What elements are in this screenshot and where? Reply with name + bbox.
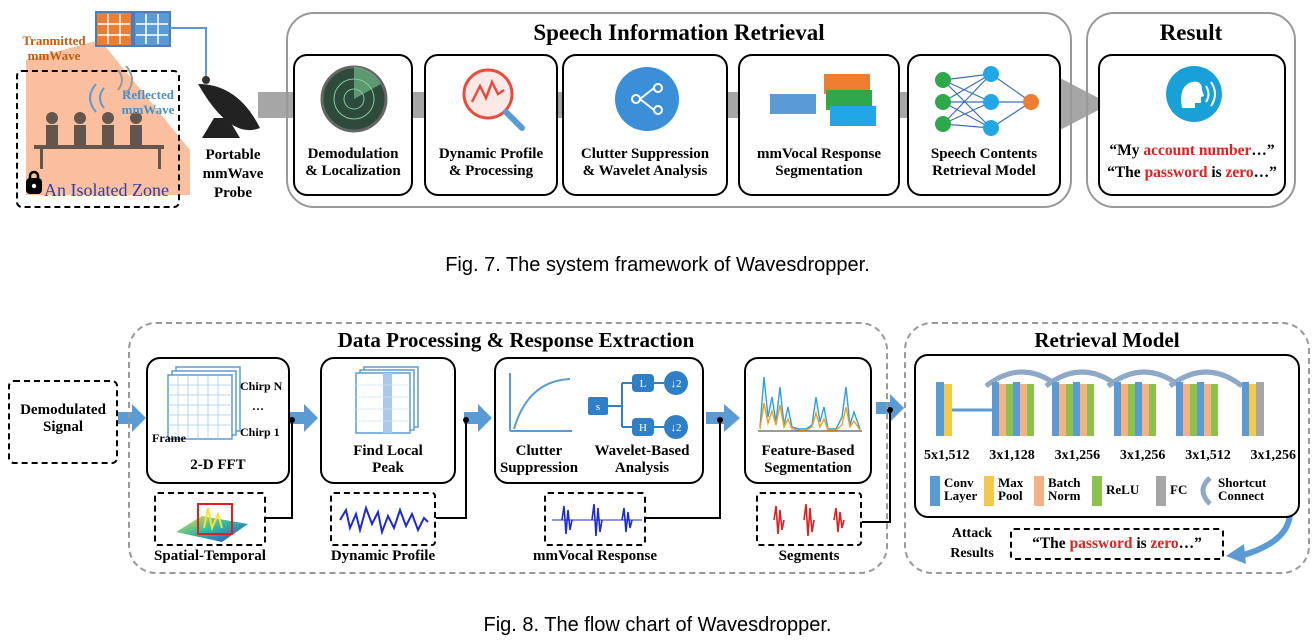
spatial-temporal-box [154,492,266,546]
module-demodulation: Demodulation& Localization [293,54,413,196]
segments-box [756,492,862,546]
wave-arc [89,83,97,113]
mmvocal-response-box [544,492,646,546]
layer-stack-2 [992,382,1034,436]
retrieval-model-group [904,322,1310,574]
peak-grid-icon [355,366,419,434]
speaking-head-icon [1166,66,1222,122]
dynamic-profile-plot [339,504,429,536]
label-dynamic-profile: Dynamic Profile [330,548,436,564]
segmentation-plot [758,376,862,432]
module-clutter-suppression: Clutter Suppression& Wavelet Analysis [562,54,728,196]
wave-arc [99,87,105,109]
radar-icon [320,65,388,133]
transmitted-wave-label: Tranmitted mmWave [22,33,86,63]
svg-text:H: H [639,422,647,434]
share-network-icon [615,67,679,131]
rm-title: Retrieval Model [1034,328,1180,352]
fft-grid-icon [167,366,241,440]
layer-stack-3 [1052,382,1094,436]
svg-text:↓2: ↓2 [671,422,682,434]
legend-swatch-relu [1092,476,1102,506]
label-segments: Segments [778,548,840,564]
sir-title: Speech Information Retrieval [533,20,825,45]
label-mmvocal-response: mmVocal Response [532,548,658,564]
neural-network-icon [935,66,1039,136]
spatial-temporal-plot [176,503,248,542]
fig8-caption: Fig. 8. The flow chart of Wavesdropper. [483,614,832,636]
reflected-wave-label: Reflected mmWave [121,87,175,117]
segments-plot [773,503,845,537]
antenna-grid [98,14,168,44]
layer-stack-6 [1242,382,1264,436]
legend-swatch-maxpool [984,476,994,506]
wavelet-diagram: s L H ↓2 ↓2 [509,371,688,439]
data-processing-group [128,322,888,574]
probe-label: Portable mmWave Probe [202,147,264,201]
layer-sizes: 5x1,512 3x1,128 3x1,256 3x1,256 3x1,512 … [924,448,1296,463]
module-dynamic-profile: Dynamic Profile& Processing [424,54,558,196]
fig7-caption: Fig. 7. The system framework of Wavesdro… [445,254,870,276]
wave-arc [125,65,133,95]
result-quote-2: “The password is zero…” [1107,164,1277,181]
label-spatial-temporal: Spatial-Temporal [154,548,266,564]
result-title: Result [1159,20,1223,45]
mmvocal-response-plot [552,503,642,537]
sir-group-frame [286,12,1072,208]
tx-antenna-icon [95,11,133,47]
probe-dish-icon [198,84,260,131]
layer-stack-4 [1114,382,1156,436]
legend-swatch-shortcut [1200,476,1212,506]
resnet-layers-diagram [936,369,1264,436]
layer-stack-1 [936,382,952,436]
legend-swatch-batchnorm [1034,476,1044,506]
svg-text:L: L [640,378,647,390]
result-quote-1: “My account number…” [1109,142,1275,159]
svg-text:s: s [596,401,600,413]
svg-text:↓2: ↓2 [671,378,682,390]
layer-stack-5 [1176,382,1218,436]
magnifier-chart-icon [462,68,525,131]
isolated-zone-frame [16,70,180,208]
legend-swatch-fc [1156,476,1166,506]
dynamic-profile-box [330,492,436,546]
attack-results-box: “The password is zero…” [1010,528,1224,560]
attack-quote: “The password is zero…” [1032,535,1202,552]
segments-blocks-icon [770,74,876,126]
isolated-zone-label: An Isolated Zone [44,180,169,200]
retrieval-model-box: 5x1,512 3x1,128 3x1,256 3x1,256 3x1,512 … [914,354,1300,518]
fig8-arrows [118,394,1293,564]
fft-box: Chirp N … Chirp 1 Frame 2-D FFT [146,357,290,484]
result-group-frame [1086,12,1296,208]
dp-title: Data Processing & Response Extraction [337,328,695,352]
legend-swatch-conv [930,476,940,506]
antenna-cable [170,27,207,78]
people-silhouettes [34,112,164,169]
result-box: “My account number…” “The password is ze… [1098,54,1286,196]
rx-antenna-icon [133,11,171,47]
